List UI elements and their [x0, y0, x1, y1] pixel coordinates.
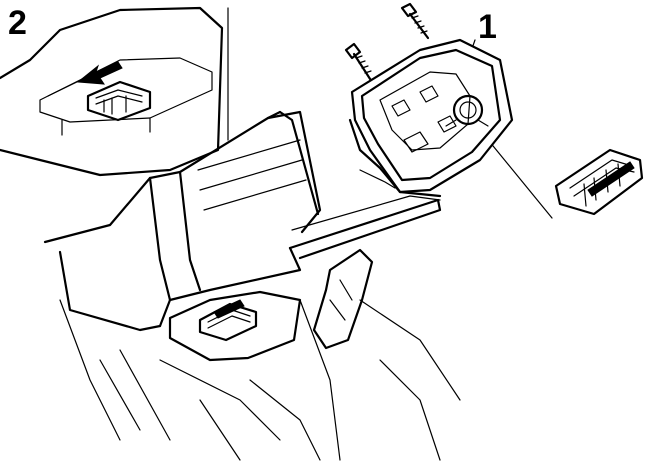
callout-label-1: 1: [478, 8, 497, 46]
screw-right: [400, 2, 430, 40]
gear-shift-boot: [312, 248, 374, 350]
callout-label-2: 2: [8, 4, 27, 42]
screw-left: [344, 42, 374, 84]
switch-removed: [554, 148, 644, 216]
centre-console: [43, 110, 461, 461]
switch-panel-bezel: [348, 38, 514, 198]
socket-icon: [452, 94, 484, 126]
inset-switch: [86, 80, 152, 122]
inset-detail-view: [0, 6, 224, 177]
direction-arrow-icon: [76, 61, 123, 85]
